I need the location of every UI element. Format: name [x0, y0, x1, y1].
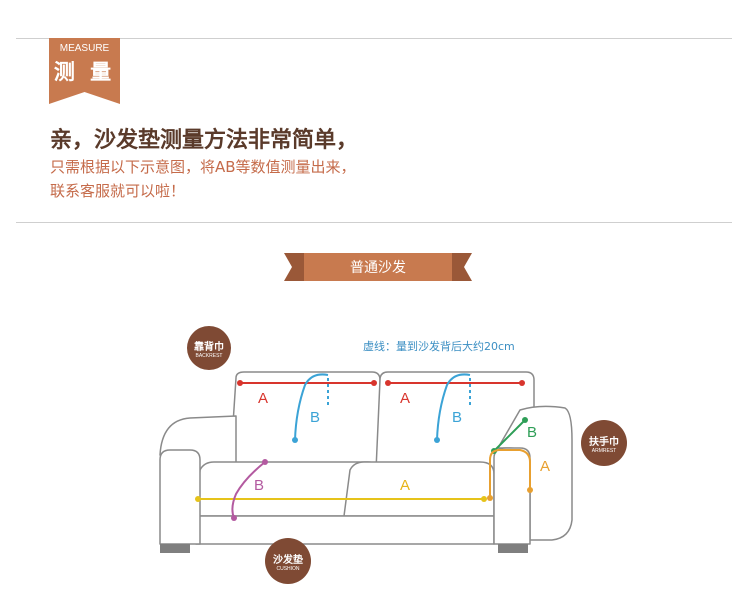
arm-a-line: [489, 449, 531, 498]
cushion-b-line: [231, 461, 266, 519]
top-divider: [16, 38, 732, 39]
measure-tag-english: MEASURE: [59, 43, 110, 54]
measure-tag: MEASURE 测 量: [49, 38, 120, 104]
backrest-badge-en: BACKREST: [195, 353, 223, 359]
label-back-left-a: A: [258, 390, 269, 407]
arm-b-line: [493, 419, 526, 452]
backrest-badge-cn: 靠背巾: [194, 342, 224, 353]
leg-left: [160, 544, 190, 553]
sofa-outline: [159, 371, 573, 545]
label-back-right-b: B: [452, 409, 463, 426]
armrest-badge: 扶手巾 ARMREST: [581, 420, 627, 466]
backrest-badge: 靠背巾 BACKREST: [187, 326, 231, 370]
subline-1: 只需根据以下示意图，将AB等数值测量出来，: [50, 158, 356, 176]
back-left-b-line: [294, 373, 329, 441]
dashed-line-note: 虚线：量到沙发背后大约20cm: [363, 340, 515, 353]
measure-tag-chinese: 测 量: [53, 60, 116, 84]
label-cushion-b: B: [254, 477, 265, 494]
cushion-badge: 沙发垫 CUSHION: [265, 538, 311, 584]
label-cushion-a: A: [400, 477, 411, 494]
middle-divider: [16, 222, 732, 223]
leg-right: [498, 544, 528, 553]
label-back-left-b: B: [310, 409, 321, 426]
armrest-badge-en: ARMREST: [591, 448, 617, 454]
label-back-right-a: A: [400, 390, 411, 407]
section-title: 普通沙发: [350, 260, 406, 276]
armrest-badge-cn: 扶手巾: [589, 437, 619, 448]
headline: 亲，沙发垫测量方法非常简单，: [50, 128, 359, 153]
cushion-badge-en: CUSHION: [276, 566, 300, 572]
subline-2: 联系客服就可以啦！: [50, 182, 186, 200]
cushion-badge-cn: 沙发垫: [273, 555, 303, 566]
label-arm-a: A: [540, 458, 551, 475]
back-right-b-line: [436, 373, 471, 441]
label-arm-b: B: [527, 424, 538, 441]
section-ribbon: 普通沙发: [284, 253, 472, 281]
